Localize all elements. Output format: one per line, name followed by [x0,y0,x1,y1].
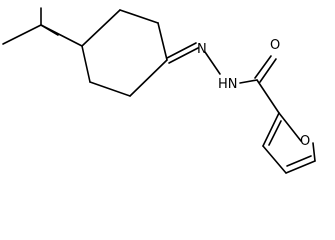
bond-tbutyl-to-ring [40,24,83,47]
tert-butyl-group [2,7,83,47]
furan-oxygen-label: O [300,134,310,149]
furan-bond-c5-c4 [285,160,316,174]
furan-bond-c3-c2 [262,112,280,147]
imine-nitrogen-label: N [197,42,207,57]
hydrazine-bond [204,51,221,75]
carbonyl-double-bond [254,55,277,83]
amide-nitrogen-label: HN [218,77,238,92]
carbonyl-oxygen-label: O [270,38,280,53]
ring-bond-6 [81,45,91,83]
ring-bond-2 [119,9,159,24]
imine-bond-line-a [166,42,197,59]
furan-bond-c3-c2-inner [268,120,282,146]
bond-tbutyl-methyl-left [2,24,42,45]
cyclohexane-ring [81,9,168,97]
carbonyl-bond-line-a [254,55,272,79]
furan-bond-o-c5 [312,142,316,162]
furan-ring [262,112,316,174]
amide-n-c-bond [239,79,258,84]
imine-double-bond [166,42,199,64]
ring-bond-1 [81,9,121,47]
carbonyl-to-furan-bond [256,79,280,114]
carbonyl-bond-line-b [259,58,277,83]
furan-bond-c4-c3 [262,145,287,174]
structure-canvas: N HN O O [2,7,316,174]
furan-bond-c5-c4-inner [286,155,312,167]
furan-bond-c2-o [278,112,302,142]
imine-bond-line-b [168,47,199,64]
ring-bond-4 [129,59,168,97]
molecule-structure: N HN O O [2,7,316,174]
ring-bond-5 [89,81,131,97]
ring-bond-3 [157,22,168,61]
